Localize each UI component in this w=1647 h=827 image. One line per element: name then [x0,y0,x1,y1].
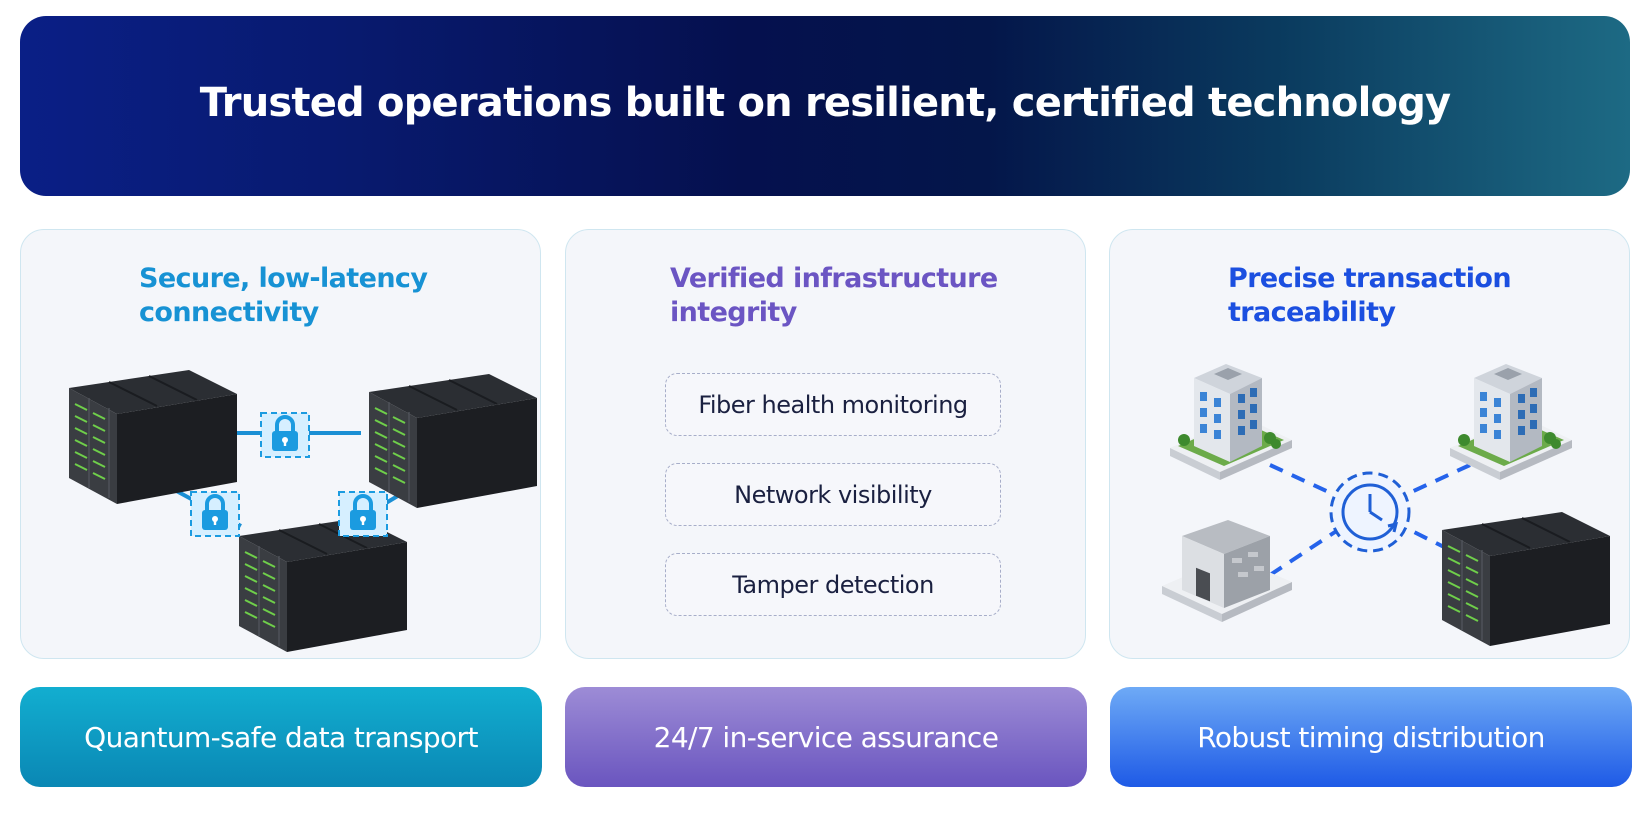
secure-connectivity-illustration [68,369,538,653]
clock-sync-icon [1329,471,1411,553]
traceability-illustration [1162,364,1611,647]
card-secure-connectivity: Secure, low-latency connectivity [20,229,541,659]
lock-icon [189,490,241,538]
server-rack-icon [368,373,538,509]
card-infrastructure-integrity: Verified infrastructure integrity Fiber … [565,229,1086,659]
lock-icon [337,490,389,538]
server-rack-icon [238,517,408,653]
office-building-icon [1170,364,1292,480]
card-title: Precise transaction traceability [1228,263,1512,328]
footer-service-assurance: 24/7 in-service assurance [565,687,1087,787]
lock-icon [259,411,311,459]
footer-quantum-safe: Quantum-safe data transport [20,687,542,787]
feature-pill-tamper-detection: Tamper detection [665,553,1001,616]
header-banner: Trusted operations built on resilient, c… [20,16,1630,196]
card-title: Verified infrastructure integrity [670,263,998,328]
page-title: Trusted operations built on resilient, c… [199,80,1451,126]
footer-timing-distribution: Robust timing distribution [1110,687,1632,787]
card-title: Secure, low-latency connectivity [139,263,428,328]
feature-pill-network-visibility: Network visibility [665,463,1001,526]
feature-pill-fiber-health: Fiber health monitoring [665,373,1001,436]
server-rack-icon [1441,511,1611,647]
server-rack-icon [68,369,238,505]
office-building-icon [1450,364,1572,480]
card-transaction-traceability: Precise transaction traceability [1109,229,1630,659]
